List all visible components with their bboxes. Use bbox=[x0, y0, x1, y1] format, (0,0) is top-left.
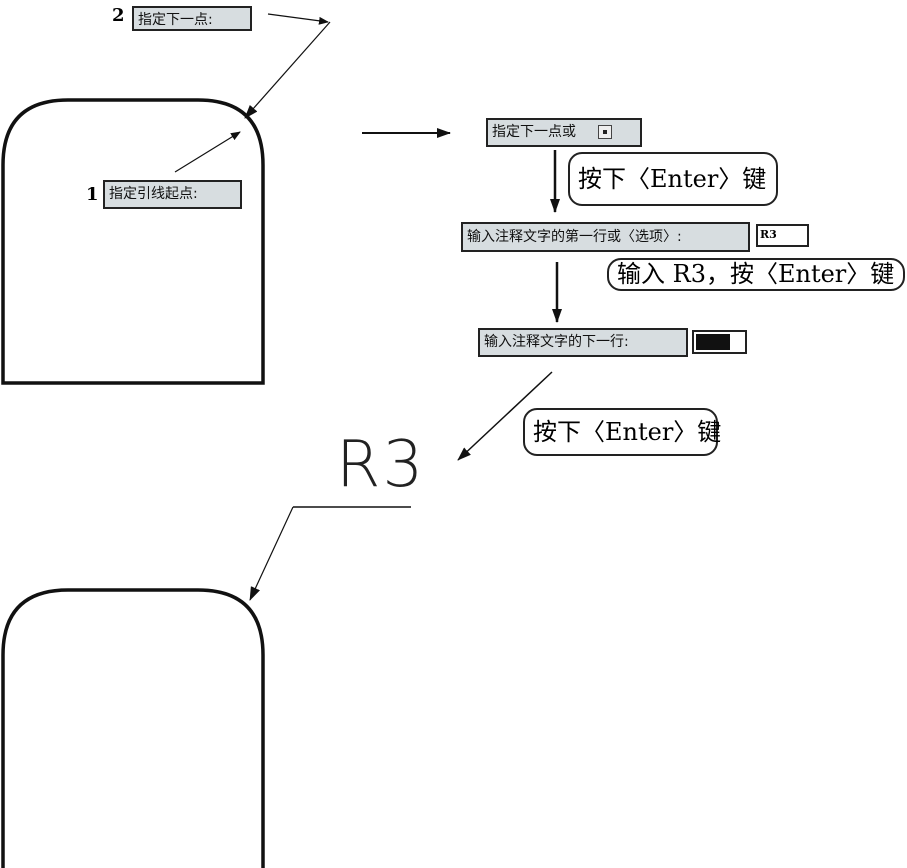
prompt-first-line: 输入注释文字的第一行或〈选项〉: bbox=[461, 222, 750, 252]
arrow-step2 bbox=[267, 13, 329, 25]
prompt-next-point-or-label: 指定下一点或 bbox=[492, 124, 576, 140]
prompt-next-line: 输入注释文字的下一行: bbox=[478, 328, 688, 357]
prompt-specify-leader-start: 指定引线起点: bbox=[103, 180, 242, 209]
arrow-step1 bbox=[174, 131, 241, 173]
result-leader bbox=[249, 506, 294, 601]
first-line-input[interactable]: R3 bbox=[756, 224, 809, 247]
prompt-next-point-or: 指定下一点或 bbox=[486, 118, 642, 147]
callout-input-r3: 输入 R3，按〈Enter〉键 bbox=[607, 258, 905, 291]
bottom-part-outline bbox=[1, 588, 265, 868]
next-line-input[interactable] bbox=[692, 330, 747, 354]
options-dropdown-icon[interactable] bbox=[598, 125, 612, 139]
top-part-outline bbox=[1, 98, 265, 385]
callout-press-enter-1: 按下〈Enter〉键 bbox=[568, 152, 778, 206]
result-annotation-text: R3 bbox=[336, 428, 426, 502]
text-cursor-block bbox=[696, 334, 730, 350]
flow-arrow-diagonal bbox=[457, 371, 553, 461]
leader-line bbox=[244, 21, 331, 119]
step-number-1: 1 bbox=[86, 184, 99, 205]
callout-press-enter-2: 按下〈Enter〉键 bbox=[523, 408, 721, 456]
prompt-specify-next-point: 指定下一点: bbox=[132, 6, 252, 31]
step-number-2: 2 bbox=[112, 5, 125, 26]
